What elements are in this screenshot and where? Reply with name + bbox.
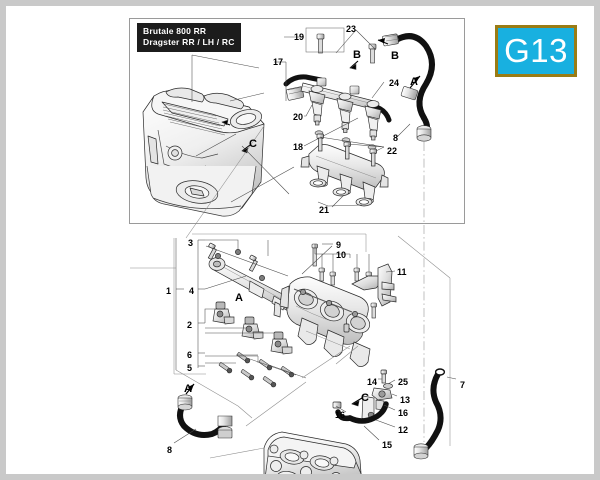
callout-6: 6: [187, 350, 193, 360]
inset-leader-lines: [191, 54, 295, 203]
left-fuel-hose-8: [173, 383, 233, 444]
inset-manifold-leaders: [317, 136, 385, 208]
model-title-line-1: Brutale 800 RR: [143, 26, 207, 36]
bottom-sensor-group: [332, 369, 393, 424]
page-code-badge: G13: [495, 25, 577, 77]
callout-21: 21: [319, 205, 330, 215]
inset-fuel-hose: [377, 33, 435, 142]
callout-13: 13: [400, 395, 411, 405]
small-screws-group: [205, 352, 307, 388]
callout-17: 17: [273, 57, 284, 67]
injectors: [308, 85, 382, 141]
callout-19: 19: [294, 32, 305, 42]
bottom-cylinder-head: [263, 431, 362, 474]
callout-25: 25: [398, 377, 409, 387]
projection-lines: [130, 125, 451, 459]
model-title-plate: Brutale 800 RR Dragster RR / LH / RC: [137, 23, 241, 52]
callout-16-left: 16: [335, 410, 346, 420]
callout-4: 4: [189, 286, 195, 296]
sensor-leaders: [204, 308, 274, 334]
callout-18: 18: [293, 142, 304, 152]
callout-8-inset: 8: [393, 133, 399, 143]
fuel-rail-assembly: [283, 33, 392, 150]
marker-a-hose: A: [410, 76, 418, 88]
callout-24: 24: [389, 78, 400, 88]
right-fuel-hose-7: [413, 368, 457, 460]
main-leaders: [205, 243, 396, 277]
intake-manifold-assembly: [300, 133, 389, 207]
callout-22: 22: [387, 146, 398, 156]
marker-c-inset: C: [249, 138, 257, 150]
inset-panel-border: [129, 18, 465, 224]
marker-a-rail: A: [235, 292, 243, 304]
callout-20: 20: [293, 112, 304, 122]
marker-b-hose: B: [391, 50, 399, 62]
sensor-connectors: [212, 301, 293, 355]
linkage-leaders: [204, 239, 269, 290]
marker-b-rail: B: [353, 49, 361, 61]
callout-7: 7: [460, 380, 466, 390]
callout-3: 3: [188, 238, 194, 248]
bottom-sensor-leaders: [335, 378, 398, 441]
callout-2: 2: [187, 320, 193, 330]
inset-engine-cover-illustration: [142, 87, 265, 217]
callout-10: 10: [336, 250, 347, 260]
marker-a-main: A: [184, 383, 192, 395]
main-left-bracket: [175, 238, 205, 370]
diagram-canvas: [129, 18, 465, 474]
callout-23: 23: [346, 24, 357, 34]
marker-c-main: C: [361, 392, 369, 404]
inset-rail-leaders: [274, 27, 385, 147]
throttle-bracket-11: [351, 263, 397, 307]
model-title-line-2: Dragster RR / LH / RC: [143, 36, 235, 47]
callout-14: 14: [367, 377, 378, 387]
callout-12: 12: [398, 425, 409, 435]
throttle-body-assembly: [279, 276, 371, 367]
callout-11: 11: [397, 267, 407, 277]
callout-5: 5: [187, 363, 193, 373]
callout-9: 9: [336, 240, 342, 250]
callout-1: 1: [166, 286, 172, 296]
callout-15: 15: [382, 440, 393, 450]
callout-8-left: 8: [167, 445, 173, 455]
callout-16-right: 16: [398, 408, 409, 418]
